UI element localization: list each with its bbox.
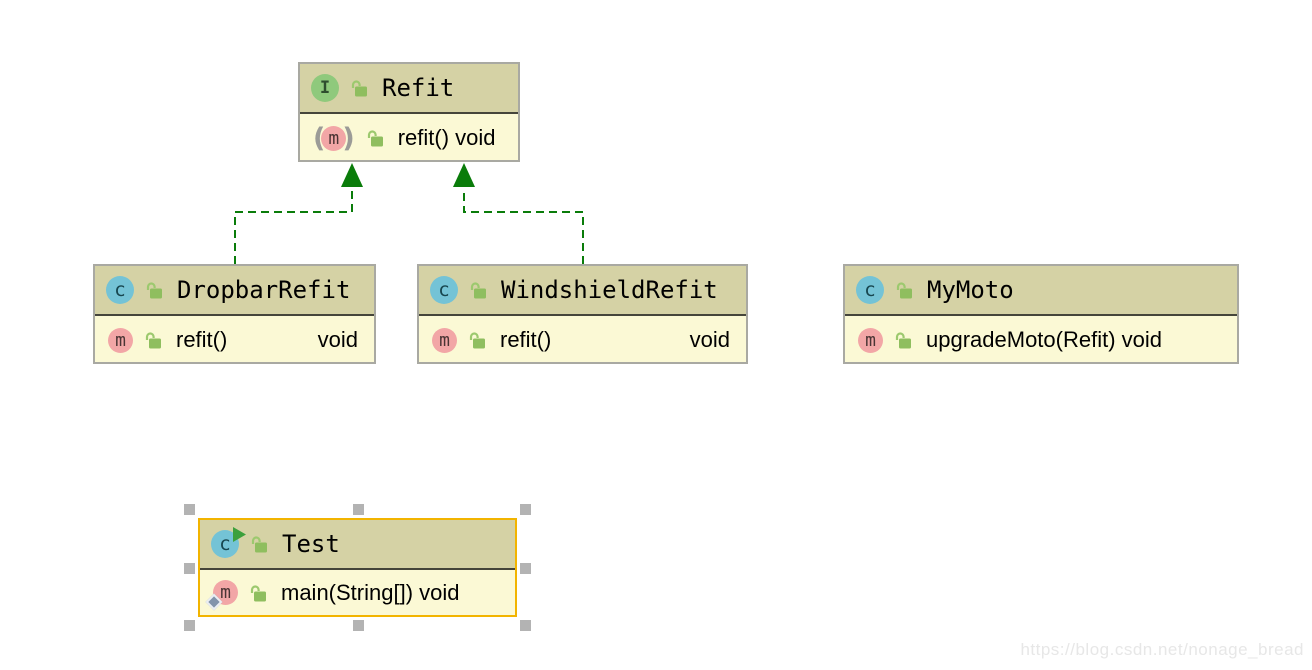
implements-edge-windshield-refit[interactable] <box>453 163 584 264</box>
selection-handle-w[interactable] <box>184 562 195 574</box>
implements-edge-dropbar-refit[interactable] <box>234 163 363 264</box>
node-test-body: m main(String[]) void <box>200 570 515 615</box>
static-method-icon: m <box>205 580 238 611</box>
unlocked-icon <box>347 77 369 99</box>
member-return-type: void <box>689 327 730 352</box>
class-icon: c <box>856 276 884 304</box>
node-mymoto-body: m upgradeMoto(Refit) void <box>845 316 1237 364</box>
node-windshieldrefit[interactable]: c WindshieldRefit m refit() void <box>417 264 748 364</box>
method-icon: m <box>321 125 347 151</box>
member-row[interactable]: m refit() void <box>419 316 746 364</box>
member-signature: main(String[]) void <box>281 579 460 605</box>
member-signature: refit() <box>176 327 228 352</box>
watermark-text: https://blog.csdn.net/nonage_bread <box>1020 640 1304 659</box>
method-icon: m <box>858 327 883 353</box>
method-icon: m <box>432 327 457 353</box>
selection-handle-nw[interactable] <box>184 504 195 515</box>
selection-handle-s[interactable] <box>352 620 364 631</box>
node-mymoto-header[interactable]: c MyMoto <box>845 266 1237 316</box>
abstract-paren-close: ) <box>342 122 355 154</box>
selection-handle-sw[interactable] <box>184 620 195 631</box>
unlocked-icon <box>142 279 164 301</box>
unlocked-icon <box>466 279 488 301</box>
unlocked-icon <box>247 533 269 555</box>
node-refit[interactable]: I Refit ( m ) <box>298 62 520 162</box>
unlocked-icon <box>141 329 163 351</box>
member-signature: refit() void <box>397 125 496 150</box>
selection-handle-e[interactable] <box>520 562 531 574</box>
node-title: Refit <box>382 74 455 102</box>
member-row[interactable]: m main(String[]) void <box>200 570 515 615</box>
method-icon: m <box>108 327 133 353</box>
node-test-header[interactable]: c Test <box>200 520 515 570</box>
class-icon: c <box>430 276 458 304</box>
selection-handle-se[interactable] <box>520 620 531 631</box>
member-signature: refit() <box>500 327 552 352</box>
unlocked-icon <box>892 279 914 301</box>
node-refit-body: ( m ) refit() void <box>300 114 518 162</box>
member-row[interactable]: m refit() void <box>95 316 374 364</box>
member-return-type: void <box>317 327 358 352</box>
selection-handle-n[interactable] <box>352 504 364 515</box>
interface-icon: I <box>311 74 339 102</box>
run-arrow-icon <box>233 527 246 542</box>
node-refit-header[interactable]: I Refit <box>300 64 518 114</box>
node-title: MyMoto <box>927 276 1014 304</box>
node-title: Test <box>282 530 340 558</box>
member-signature: upgradeMoto(Refit) void <box>926 327 1163 352</box>
node-dropbarrefit-header[interactable]: c DropbarRefit <box>95 266 374 316</box>
member-row[interactable]: ( m ) refit() void <box>300 114 518 162</box>
node-windshieldrefit-header[interactable]: c WindshieldRefit <box>419 266 746 316</box>
unlocked-icon <box>891 329 913 351</box>
node-dropbarrefit[interactable]: c DropbarRefit m refit() void <box>93 264 376 364</box>
unlocked-icon <box>363 127 385 149</box>
member-row[interactable]: m upgradeMoto(Refit) void <box>845 316 1237 364</box>
node-mymoto[interactable]: c MyMoto m upgradeMoto(Refit) void <box>843 264 1239 364</box>
node-windshieldrefit-body: m refit() void <box>419 316 746 364</box>
abstract-method-icon: ( m ) <box>313 122 355 154</box>
selection-handle-ne[interactable] <box>520 504 531 515</box>
node-title: WindshieldRefit <box>501 276 718 304</box>
node-dropbarrefit-body: m refit() void <box>95 316 374 364</box>
unlocked-icon <box>246 582 268 604</box>
runnable-class-icon: c <box>211 527 246 558</box>
node-title: DropbarRefit <box>177 276 351 304</box>
node-test[interactable]: c Test m <box>184 504 531 631</box>
unlocked-icon <box>465 329 487 351</box>
class-icon: c <box>106 276 134 304</box>
